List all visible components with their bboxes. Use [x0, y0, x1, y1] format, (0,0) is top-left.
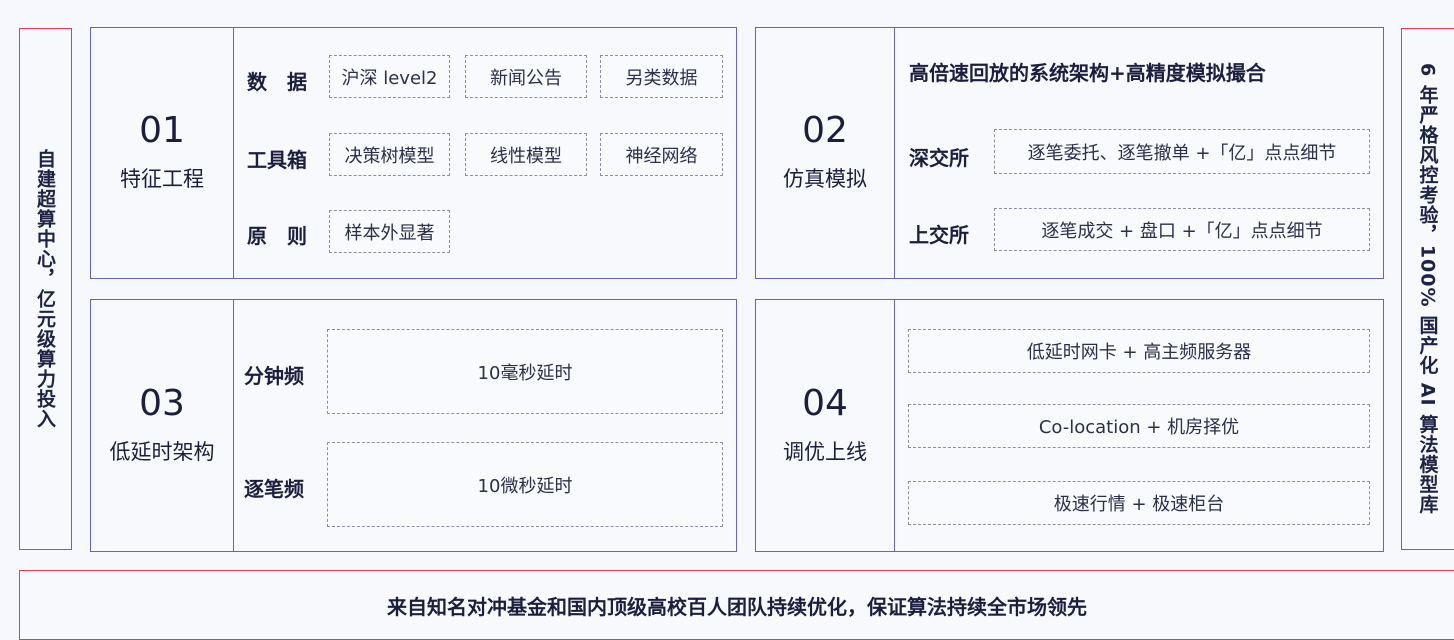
left-banner: 自建超算中心，亿元级算力投入	[19, 28, 72, 550]
card-02-headline: 高倍速回放的系统架构+高精度模拟撮合	[909, 61, 1266, 85]
bottom-banner: 来自知名对冲基金和国内顶级高校百人团队持续优化，保证算法持续全市场领先	[19, 570, 1454, 640]
tag-oos: 样本外显著	[329, 210, 450, 253]
tag-alt-data: 另类数据	[600, 55, 723, 98]
tag-linear-model: 线性模型	[465, 133, 587, 176]
card-simulation: 02 仿真模拟 高倍速回放的系统架构+高精度模拟撮合 深交所 逐笔委托、逐笔撤单…	[755, 27, 1384, 279]
row-label-sse: 上交所	[909, 223, 969, 247]
tag-szse-detail: 逐笔委托、逐笔撤单 +「亿」点点细节	[994, 129, 1370, 174]
row-label-szse: 深交所	[909, 146, 969, 170]
card-04-title: 调优上线	[783, 439, 867, 464]
card-03-number: 03	[139, 382, 185, 424]
row-label-data: 数 据	[247, 70, 307, 94]
tag-colocation: Co-location + 机房择优	[908, 404, 1370, 448]
card-deployment: 04 调优上线 低延时网卡 + 高主频服务器 Co-location + 机房择…	[755, 299, 1384, 552]
right-banner-text: 6 年严格风控考验，100% 国产化 AI 算法模型库	[1416, 63, 1439, 515]
row-label-principle: 原 则	[247, 224, 307, 248]
card-02-number: 02	[802, 110, 848, 151]
row-label-toolbox: 工具箱	[247, 148, 307, 172]
tag-news: 新闻公告	[465, 55, 587, 98]
tag-sse-detail: 逐笔成交 + 盘口 +「亿」点点细节	[994, 208, 1370, 251]
tag-10ms: 10毫秒延时	[327, 329, 723, 414]
left-banner-text: 自建超算中心，亿元级算力投入	[34, 149, 56, 429]
bottom-banner-text: 来自知名对冲基金和国内顶级高校百人团队持续优化，保证算法持续全市场领先	[387, 595, 1087, 619]
right-banner: 6 年严格风控考验，100% 国产化 AI 算法模型库	[1401, 28, 1454, 550]
card-03-title: 低延时架构	[109, 439, 215, 464]
row-label-minute: 分钟频	[244, 364, 304, 388]
tag-neural-net: 神经网络	[600, 133, 723, 176]
card-04-header: 04 调优上线	[756, 300, 895, 551]
row-label-tick: 逐笔频	[244, 477, 304, 501]
card-03-header: 03 低延时架构	[91, 300, 234, 551]
tag-level2: 沪深 level2	[329, 55, 450, 98]
card-feature-engineering: 01 特征工程 数 据 沪深 level2 新闻公告 另类数据 工具箱 决策树模…	[90, 27, 737, 279]
card-01-title: 特征工程	[120, 167, 204, 191]
card-01-number: 01	[139, 110, 185, 151]
card-01-header: 01 特征工程	[91, 28, 234, 278]
card-04-number: 04	[802, 382, 848, 424]
tag-10us: 10微秒延时	[327, 442, 723, 527]
card-02-header: 02 仿真模拟	[756, 28, 895, 278]
card-02-title: 仿真模拟	[783, 167, 867, 191]
tag-nic-server: 低延时网卡 + 高主频服务器	[908, 329, 1370, 373]
tag-fast-market: 极速行情 + 极速柜台	[908, 481, 1370, 525]
tag-decision-tree: 决策树模型	[329, 133, 450, 176]
card-low-latency: 03 低延时架构 分钟频 10毫秒延时 逐笔频 10微秒延时	[90, 299, 737, 552]
